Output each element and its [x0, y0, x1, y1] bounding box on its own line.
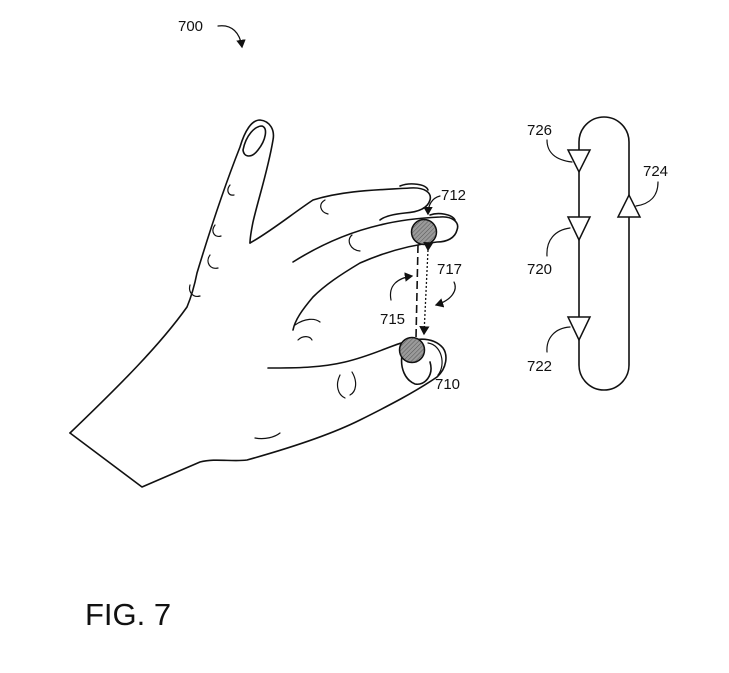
state-loop	[578, 116, 630, 391]
reference-label-700: 700	[178, 18, 203, 35]
figure-title: FIG. 7	[85, 597, 171, 632]
leader-712	[423, 195, 441, 216]
label-720: 720	[527, 261, 552, 278]
leader-722	[546, 326, 571, 353]
nail-index	[399, 183, 429, 191]
hand-drawing	[69, 119, 459, 488]
leader-726	[546, 139, 573, 163]
label-724: 724	[643, 163, 668, 180]
label-717: 717	[437, 261, 462, 278]
leader-724	[635, 181, 659, 207]
middle-finger	[292, 216, 459, 331]
distance-arrow-717	[419, 241, 434, 336]
label-712: 712	[441, 187, 466, 204]
knuckle-lines	[188, 184, 361, 440]
hand-outline	[69, 338, 447, 488]
index-finger	[249, 187, 432, 244]
thumb-nail	[400, 354, 432, 385]
state-diagram: 726 724 720 722	[527, 116, 668, 391]
leader-710	[427, 342, 443, 376]
label-722: 722	[527, 358, 552, 375]
distance-line-715	[415, 244, 419, 339]
leader-715	[389, 272, 414, 301]
label-710: 710	[435, 376, 460, 393]
hand-back-edge	[69, 119, 275, 434]
state-triangle-720	[566, 216, 592, 242]
finger-contact-point	[410, 218, 438, 246]
leader-720	[546, 227, 571, 257]
state-triangle-726	[566, 149, 592, 174]
state-triangle-724	[616, 193, 642, 218]
index-finger-nail	[242, 125, 267, 157]
thumb-contact-point	[398, 336, 426, 364]
state-triangle-722	[566, 316, 592, 342]
leader-717	[434, 281, 456, 308]
reference-arrow-700	[217, 25, 246, 49]
label-726: 726	[527, 122, 552, 139]
label-715: 715	[380, 311, 405, 328]
